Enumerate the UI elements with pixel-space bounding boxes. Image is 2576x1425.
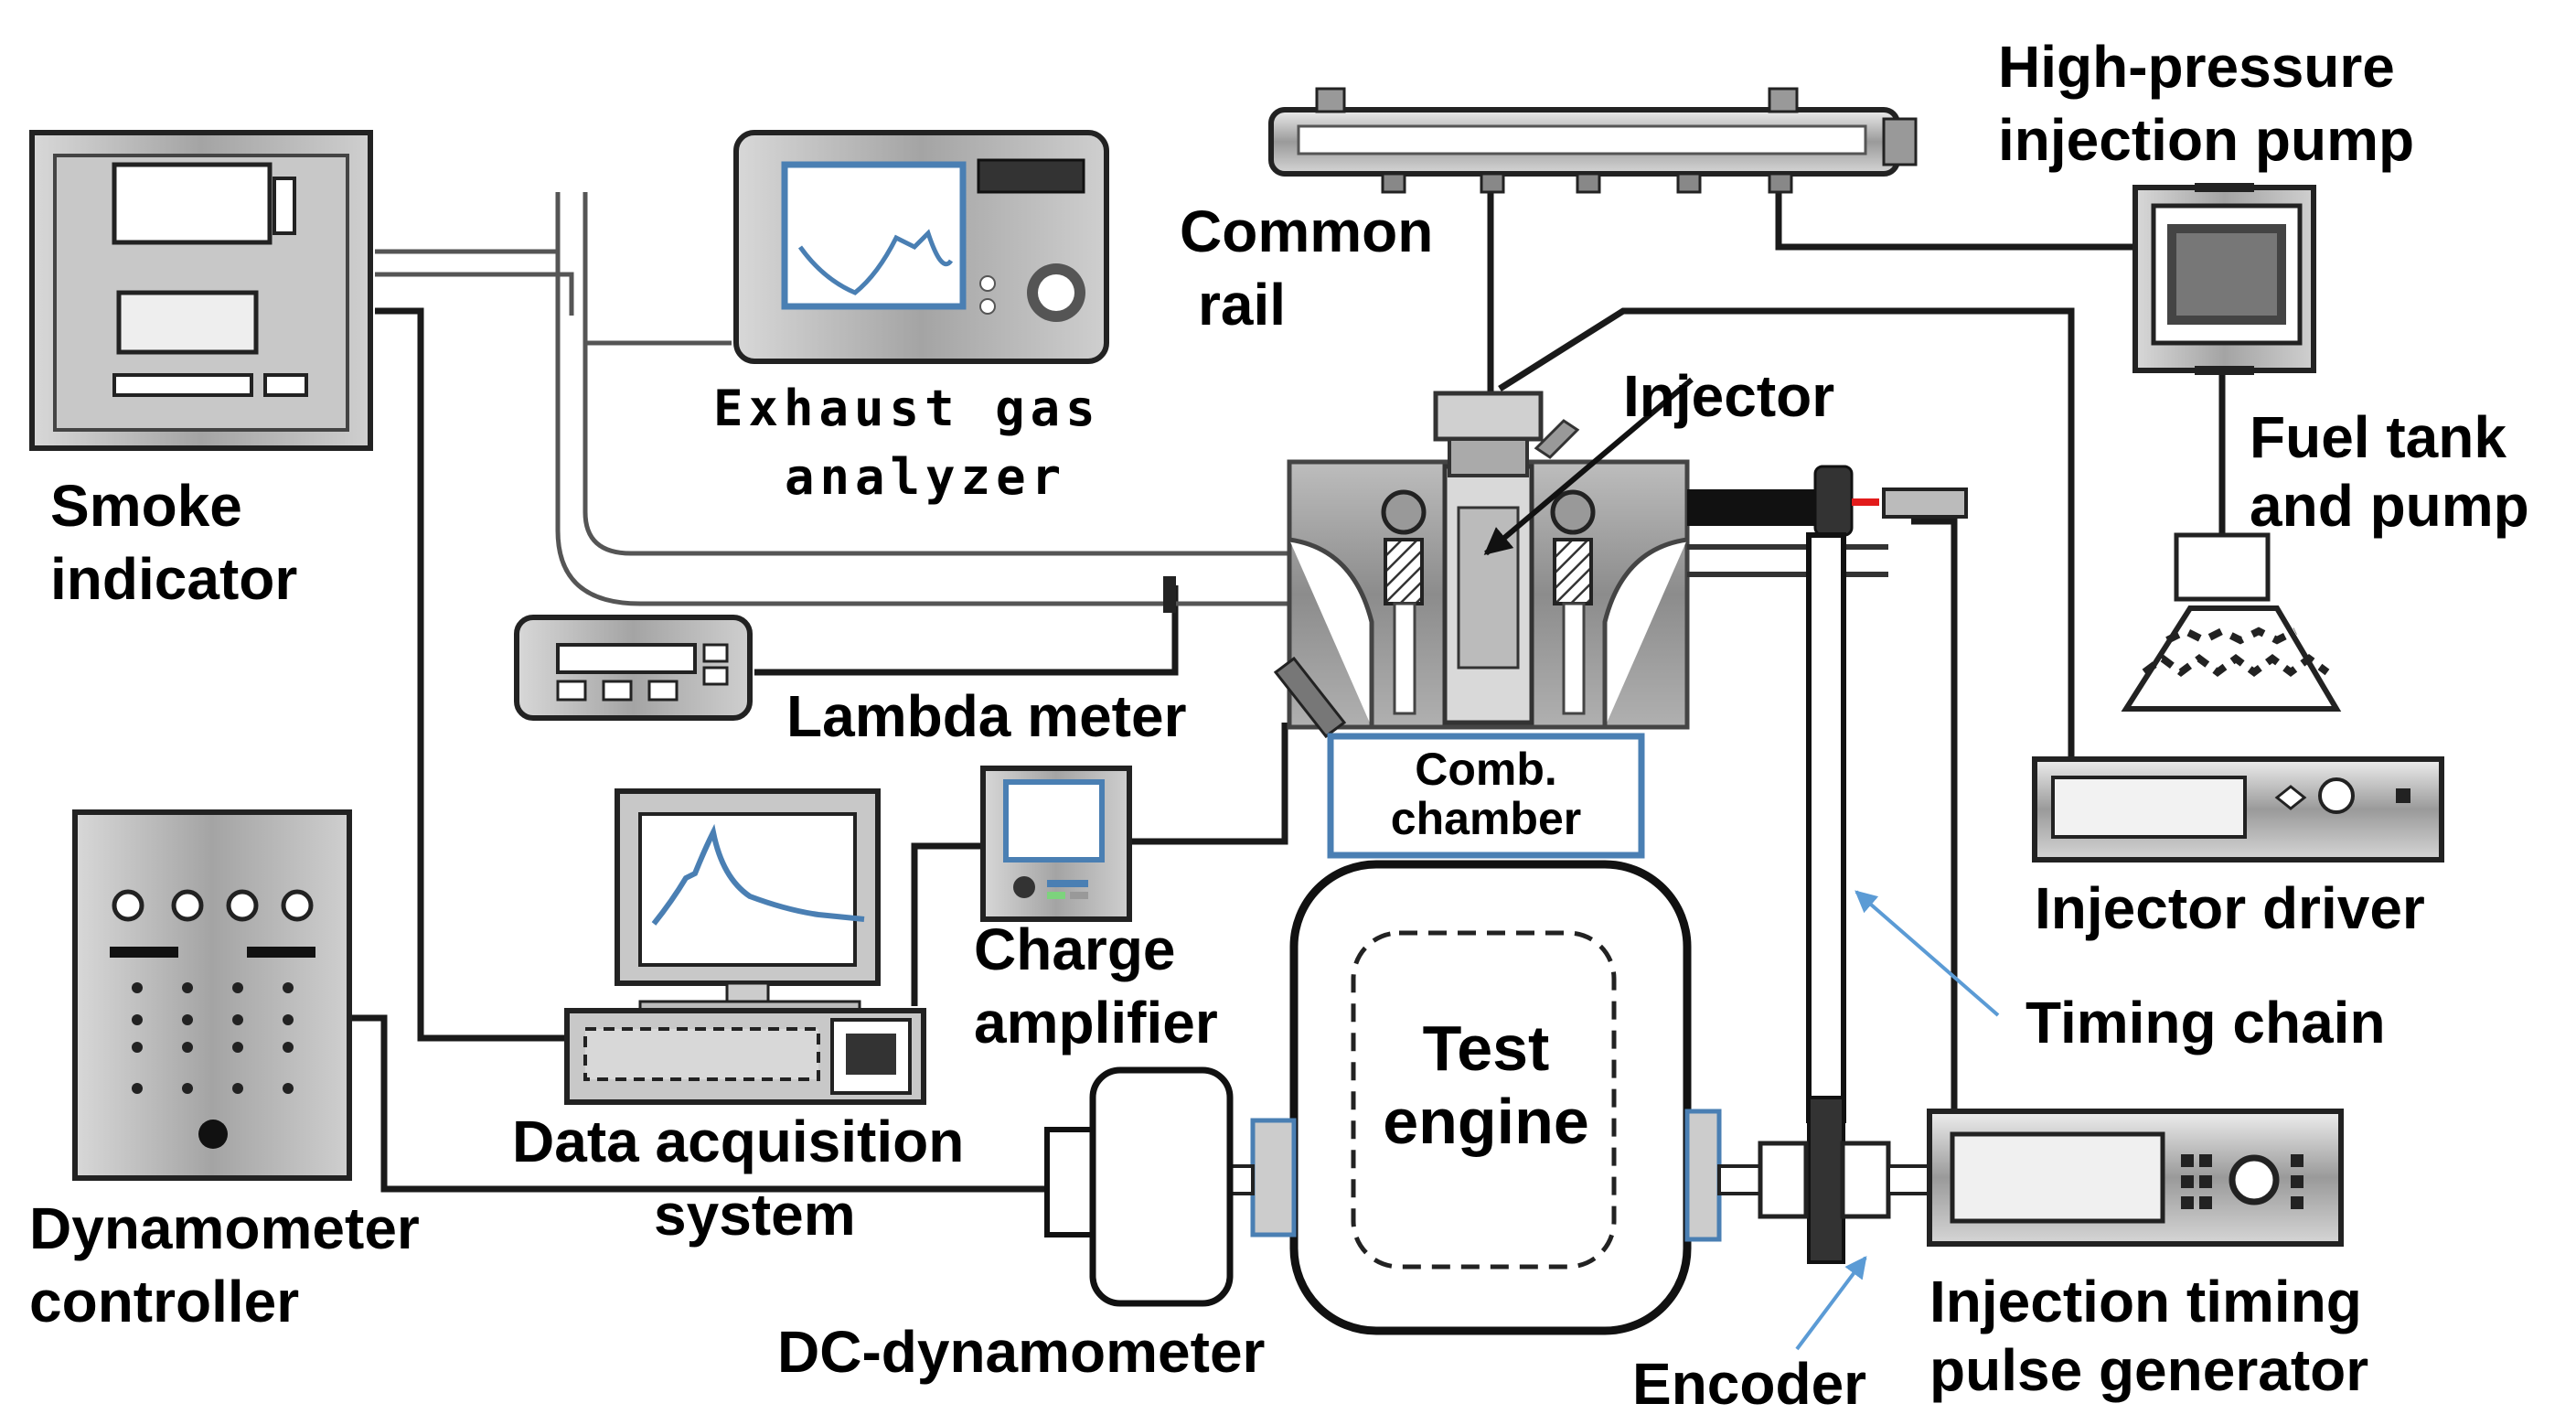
combustion-chamber-box xyxy=(1327,733,1645,859)
drive-shaft xyxy=(1224,1109,1931,1351)
label-injector-driver: Injector driver xyxy=(2035,875,2425,941)
label-dyno-controller-2: controller xyxy=(29,1269,299,1334)
test-engine-block xyxy=(1289,860,1692,1335)
label-fuel-tank-2: and pump xyxy=(2250,473,2529,539)
label-comb-chamber-2: chamber xyxy=(1391,793,1581,844)
exhaust-gas-analyzer-device xyxy=(733,130,1109,364)
cylinder-head xyxy=(1273,377,1968,739)
label-dyno-controller-1: Dynamometer xyxy=(29,1195,420,1261)
timing-chain xyxy=(1806,532,2000,1264)
label-dc-dynamometer: DC-dynamometer xyxy=(777,1319,1265,1385)
label-comb-chamber-1: Comb. xyxy=(1415,744,1557,795)
data-acquisition-device xyxy=(564,788,926,1105)
label-charge-amplifier-1: Charge xyxy=(974,916,1176,982)
label-data-acquisition-1: Data acquisition xyxy=(512,1109,964,1174)
label-timing-chain: Timing chain xyxy=(2026,990,2386,1055)
label-high-pressure-pump-2: injection pump xyxy=(1998,107,2414,173)
label-smoke-indicator-2: indicator xyxy=(50,546,297,612)
label-test-engine-2: engine xyxy=(1383,1086,1589,1157)
label-injection-timing-2: pulse generator xyxy=(1929,1337,2368,1403)
injection-timing-device xyxy=(1927,1109,2344,1247)
dc-dynamometer-device xyxy=(1044,1066,1234,1307)
label-common-rail-1: Common xyxy=(1180,198,1433,264)
label-injector: Injector xyxy=(1623,363,1834,429)
label-data-acquisition-2: system xyxy=(654,1182,856,1248)
label-injection-timing-1: Injection timing xyxy=(1929,1269,2362,1334)
charge-amplifier-device xyxy=(980,766,1132,922)
label-exhaust-gas-analyzer-1: Exhaust gas xyxy=(713,380,1101,437)
common-rail-device xyxy=(1268,87,1918,194)
label-exhaust-gas-analyzer-2: analyzer xyxy=(785,448,1066,506)
label-test-engine-1: Test xyxy=(1423,1012,1550,1084)
label-high-pressure-pump-1: High-pressure xyxy=(1998,34,2395,100)
label-common-rail-2: rail xyxy=(1198,272,1286,338)
injector-driver-device xyxy=(2032,756,2444,862)
dynamometer-controller-device xyxy=(72,809,352,1181)
label-smoke-indicator-1: Smoke xyxy=(50,473,242,539)
high-pressure-pump-device xyxy=(2132,183,2316,375)
fuel-tank-device xyxy=(2121,532,2342,712)
smoke-indicator-device xyxy=(29,130,373,451)
label-charge-amplifier-2: amplifier xyxy=(974,990,1218,1055)
signal-wires xyxy=(349,183,2226,1193)
lambda-meter-device xyxy=(514,576,1176,721)
label-fuel-tank-1: Fuel tank xyxy=(2250,404,2507,470)
exhaust-pipe xyxy=(375,192,1299,606)
label-encoder: Encoder xyxy=(1632,1351,1866,1417)
label-lambda-meter: Lambda meter xyxy=(786,683,1186,749)
